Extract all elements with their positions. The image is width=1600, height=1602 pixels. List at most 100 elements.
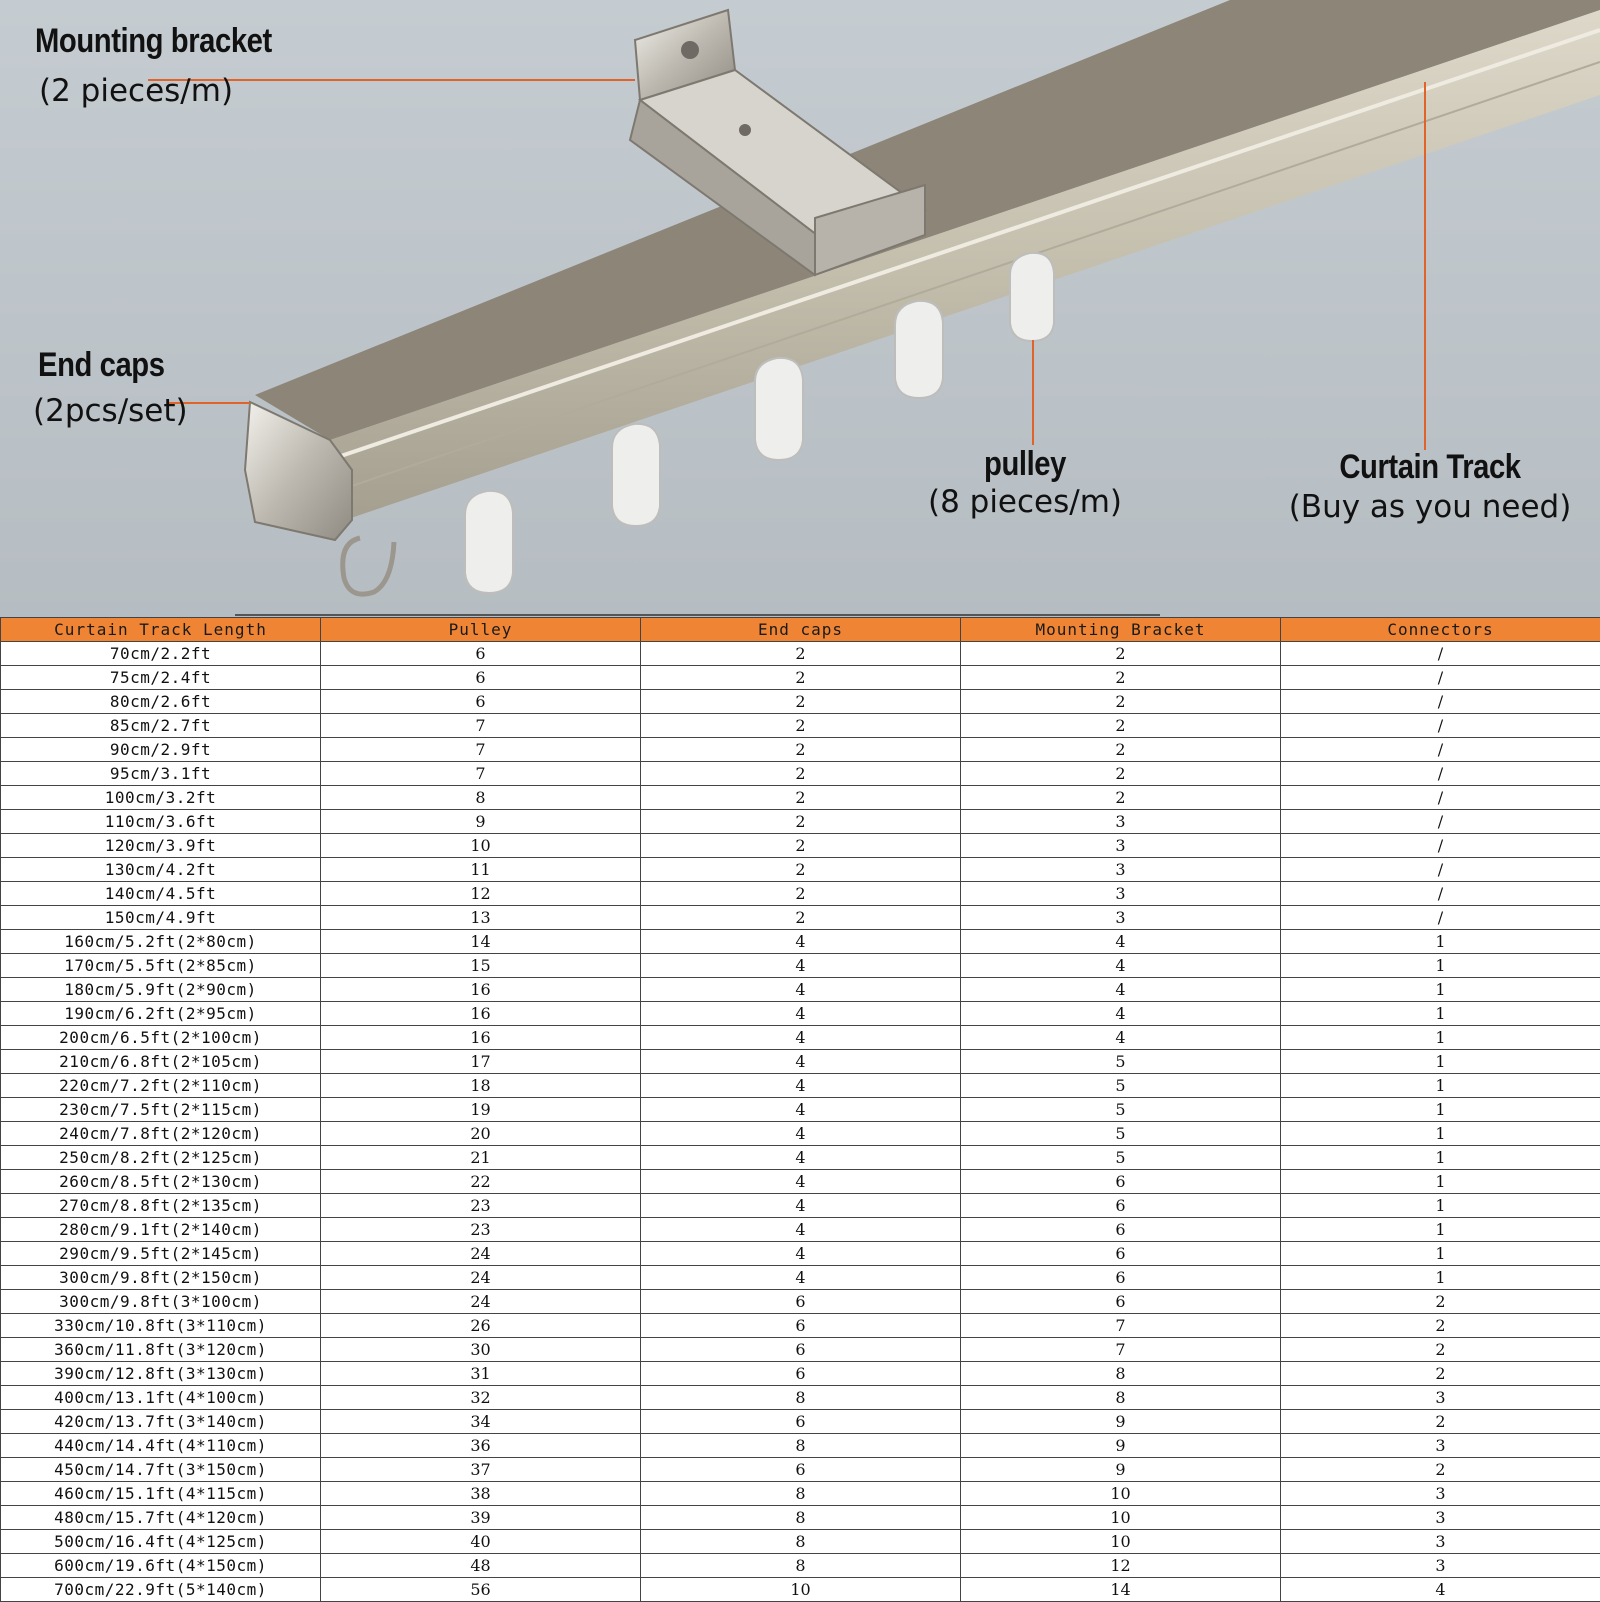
bracket-cell: 9 bbox=[961, 1410, 1281, 1434]
connectors-cell: / bbox=[1281, 834, 1600, 858]
connectors-cell: / bbox=[1281, 882, 1600, 906]
length-cell: 70cm/2.2ft bbox=[1, 642, 321, 666]
pulley-cell: 23 bbox=[321, 1218, 641, 1242]
pulley-cell: 11 bbox=[321, 858, 641, 882]
bracket-cell: 6 bbox=[961, 1266, 1281, 1290]
pulley-cell: 10 bbox=[321, 834, 641, 858]
mounting-bracket-title: Mounting bracket bbox=[35, 22, 272, 61]
length-cell: 110cm/3.6ft bbox=[1, 810, 321, 834]
pulley-cell: 6 bbox=[321, 690, 641, 714]
end-caps-cell: 4 bbox=[641, 1266, 961, 1290]
bracket-cell: 2 bbox=[961, 786, 1281, 810]
bracket-cell: 3 bbox=[961, 858, 1281, 882]
end-caps-cell: 2 bbox=[641, 810, 961, 834]
pulley-cell: 26 bbox=[321, 1314, 641, 1338]
length-cell: 120cm/3.9ft bbox=[1, 834, 321, 858]
end-caps-cell: 6 bbox=[641, 1458, 961, 1482]
connectors-cell: 2 bbox=[1281, 1458, 1600, 1482]
connectors-cell: / bbox=[1281, 906, 1600, 930]
pulley-cell: 22 bbox=[321, 1170, 641, 1194]
length-cell: 440cm/14.4ft(4*110cm) bbox=[1, 1434, 321, 1458]
end-caps-cell: 8 bbox=[641, 1386, 961, 1410]
end-caps-cell: 6 bbox=[641, 1314, 961, 1338]
length-cell: 100cm/3.2ft bbox=[1, 786, 321, 810]
bracket-cell: 2 bbox=[961, 690, 1281, 714]
connectors-cell: 1 bbox=[1281, 978, 1600, 1002]
pulley-cell: 40 bbox=[321, 1530, 641, 1554]
pulley-cell: 23 bbox=[321, 1194, 641, 1218]
end-caps-cell: 4 bbox=[641, 1098, 961, 1122]
pulley-cell: 30 bbox=[321, 1338, 641, 1362]
pulley-cell: 32 bbox=[321, 1386, 641, 1410]
end-caps-cell: 2 bbox=[641, 834, 961, 858]
end-caps-cell: 4 bbox=[641, 1026, 961, 1050]
connectors-cell: 3 bbox=[1281, 1554, 1600, 1578]
end-caps-cell: 8 bbox=[641, 1482, 961, 1506]
length-cell: 420cm/13.7ft(3*140cm) bbox=[1, 1410, 321, 1434]
end-caps-title: End caps bbox=[38, 346, 167, 385]
end-caps-cell: 4 bbox=[641, 1170, 961, 1194]
end-caps-cell: 4 bbox=[641, 1050, 961, 1074]
pulley-cell: 7 bbox=[321, 738, 641, 762]
end-caps-cell: 6 bbox=[641, 1338, 961, 1362]
bracket-cell: 3 bbox=[961, 810, 1281, 834]
length-cell: 300cm/9.8ft(2*150cm) bbox=[1, 1266, 321, 1290]
connectors-cell: 1 bbox=[1281, 1266, 1600, 1290]
header-pulley: Pulley bbox=[321, 618, 641, 642]
connectors-cell: 2 bbox=[1281, 1362, 1600, 1386]
bracket-cell: 6 bbox=[961, 1170, 1281, 1194]
bracket-cell: 5 bbox=[961, 1122, 1281, 1146]
connectors-cell: 1 bbox=[1281, 954, 1600, 978]
bracket-cell: 2 bbox=[961, 762, 1281, 786]
end-caps-cell: 4 bbox=[641, 930, 961, 954]
end-caps-cell: 8 bbox=[641, 1506, 961, 1530]
length-cell: 80cm/2.6ft bbox=[1, 690, 321, 714]
bracket-cell: 5 bbox=[961, 1098, 1281, 1122]
connectors-cell: 3 bbox=[1281, 1506, 1600, 1530]
bracket-cell: 6 bbox=[961, 1194, 1281, 1218]
length-cell: 400cm/13.1ft(4*100cm) bbox=[1, 1386, 321, 1410]
bracket-cell: 6 bbox=[961, 1242, 1281, 1266]
length-cell: 90cm/2.9ft bbox=[1, 738, 321, 762]
bracket-cell: 7 bbox=[961, 1314, 1281, 1338]
end-caps-cell: 2 bbox=[641, 786, 961, 810]
bracket-cell: 4 bbox=[961, 930, 1281, 954]
bracket-cell: 10 bbox=[961, 1482, 1281, 1506]
end-caps-cell: 6 bbox=[641, 1362, 961, 1386]
bracket-cell: 3 bbox=[961, 834, 1281, 858]
pulley-cell: 8 bbox=[321, 786, 641, 810]
connectors-cell: 2 bbox=[1281, 1338, 1600, 1362]
end-caps-cell: 10 bbox=[641, 1578, 961, 1602]
connectors-cell: / bbox=[1281, 642, 1600, 666]
pulley-cell: 24 bbox=[321, 1266, 641, 1290]
connectors-cell: 3 bbox=[1281, 1530, 1600, 1554]
end-caps-sub: (2pcs/set) bbox=[33, 393, 188, 429]
bracket-cell: 2 bbox=[961, 642, 1281, 666]
connectors-cell: 1 bbox=[1281, 930, 1600, 954]
end-caps-cell: 8 bbox=[641, 1434, 961, 1458]
header-curtain-track-length: Curtain Track Length bbox=[1, 618, 321, 642]
length-cell: 500cm/16.4ft(4*125cm) bbox=[1, 1530, 321, 1554]
bracket-cell: 2 bbox=[961, 714, 1281, 738]
pulley-cell: 34 bbox=[321, 1410, 641, 1434]
callout-curtain-track: Curtain Track (Buy as you need) bbox=[1280, 448, 1580, 525]
